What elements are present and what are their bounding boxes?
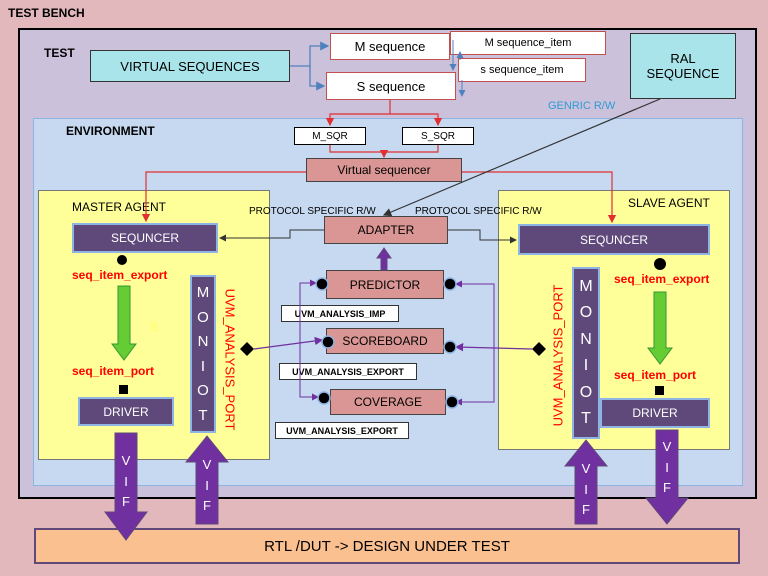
ral-line-1: RAL — [670, 51, 696, 66]
master-monitor-char-5: O — [197, 382, 209, 400]
slave-analysis-port-label: UVM_ANALYSIS_PORT — [550, 284, 566, 426]
vif-4-f: F — [663, 479, 671, 495]
slave-monitor-char-5: O — [579, 383, 593, 401]
master-monitor-char-2: O — [197, 308, 209, 326]
predictor-box[interactable]: PREDICTOR — [326, 270, 444, 299]
vif-3-i: I — [584, 481, 588, 497]
m-sequence-item-box[interactable]: M sequence_item — [450, 31, 606, 55]
vif-3-f: F — [582, 501, 590, 517]
environment-title: ENVIRONMENT — [66, 124, 155, 138]
master-analysis-port-label: UVM_ANALYSIS_PORT — [222, 288, 238, 430]
analysis-imp-tag: UVM_ANALYSIS_IMP — [281, 305, 399, 322]
slave-seq-item-export-label: seq_item_export — [614, 272, 710, 286]
dut-box[interactable]: RTL /DUT -> DESIGN UNDER TEST — [34, 528, 740, 564]
genric-rw-label: GENRIC R/W — [548, 100, 616, 112]
slave-monitor-char-6: T — [581, 410, 591, 428]
testbench-title: TEST BENCH — [8, 6, 85, 20]
ral-line-2: SEQUENCE — [646, 66, 720, 81]
vif-1-v: V — [121, 453, 131, 469]
m-sqr-box[interactable]: M_SQR — [294, 127, 366, 145]
vif-label-2: V I F — [196, 452, 218, 518]
slave-seq-item-port-label: seq_item_port — [614, 368, 697, 382]
m-sequence-box[interactable]: M sequence — [330, 33, 450, 60]
vif-2-v: V — [202, 457, 212, 473]
master-agent-title: MASTER AGENT — [72, 200, 167, 214]
slave-analysis-port-wrap: UVM_ANALYSIS_PORT — [546, 280, 570, 430]
adapter-box[interactable]: ADAPTER — [324, 216, 448, 244]
slave-monitor-char-3: N — [580, 330, 592, 348]
vif-4-i: I — [665, 459, 669, 475]
scoreboard-box[interactable]: SCOREBOARD — [326, 328, 444, 354]
vif-label-3: V I F — [575, 456, 597, 522]
slave-monitor-char-4: I — [583, 357, 589, 375]
vif-1-f: F — [122, 493, 130, 509]
analysis-export-tag-1: UVM_ANALYSIS_EXPORT — [279, 363, 417, 380]
vif-3-v: V — [581, 461, 591, 477]
ral-sequence-box[interactable]: RAL SEQUENCE — [630, 33, 736, 99]
master-monitor-char-4: I — [200, 357, 206, 375]
analysis-export-tag-2: UVM_ANALYSIS_EXPORT — [275, 422, 409, 439]
slave-sequencer-box[interactable]: SEQUNCER — [518, 224, 710, 255]
master-analysis-port-wrap: UVM_ANALYSIS_PORT — [218, 284, 242, 434]
s-sequence-box[interactable]: S sequence — [326, 72, 456, 100]
master-stray-label: S — [150, 320, 159, 334]
master-seq-item-export-label: seq_item_export — [72, 268, 168, 282]
test-title: TEST — [44, 46, 75, 60]
slave-agent-title: SLAVE AGENT — [628, 196, 710, 210]
master-driver-box[interactable]: DRIVER — [78, 397, 174, 426]
vif-2-f: F — [203, 497, 211, 513]
s-sqr-box[interactable]: S_SQR — [402, 127, 474, 145]
slave-monitor-box[interactable]: M O N I O T — [572, 267, 600, 439]
vif-label-4: V I F — [656, 434, 678, 500]
virtual-sequencer-box[interactable]: Virtual sequencer — [306, 158, 462, 182]
protocol-left-label: PROTOCOL SPECIFIC R/W — [249, 206, 376, 217]
vif-4-v: V — [662, 439, 672, 455]
s-sequence-item-box[interactable]: s sequence_item — [458, 58, 586, 82]
coverage-box[interactable]: COVERAGE — [330, 389, 446, 415]
vif-label-1: V I F — [115, 448, 137, 514]
vif-1-i: I — [124, 473, 128, 489]
master-seq-item-port-label: seq_item_port — [72, 364, 155, 378]
vif-2-i: I — [205, 477, 209, 493]
master-monitor-char-1: M — [196, 284, 210, 302]
virtual-sequences-box[interactable]: VIRTUAL SEQUENCES — [90, 50, 290, 82]
slave-monitor-char-1: M — [579, 277, 593, 295]
master-monitor-char-3: N — [197, 333, 209, 351]
master-sequencer-box[interactable]: SEQUNCER — [72, 223, 218, 253]
master-monitor-box[interactable]: M O N I O T — [190, 275, 216, 433]
slave-monitor-char-2: O — [579, 304, 593, 322]
slave-driver-box[interactable]: DRIVER — [600, 398, 710, 428]
master-monitor-char-6: T — [198, 406, 208, 424]
